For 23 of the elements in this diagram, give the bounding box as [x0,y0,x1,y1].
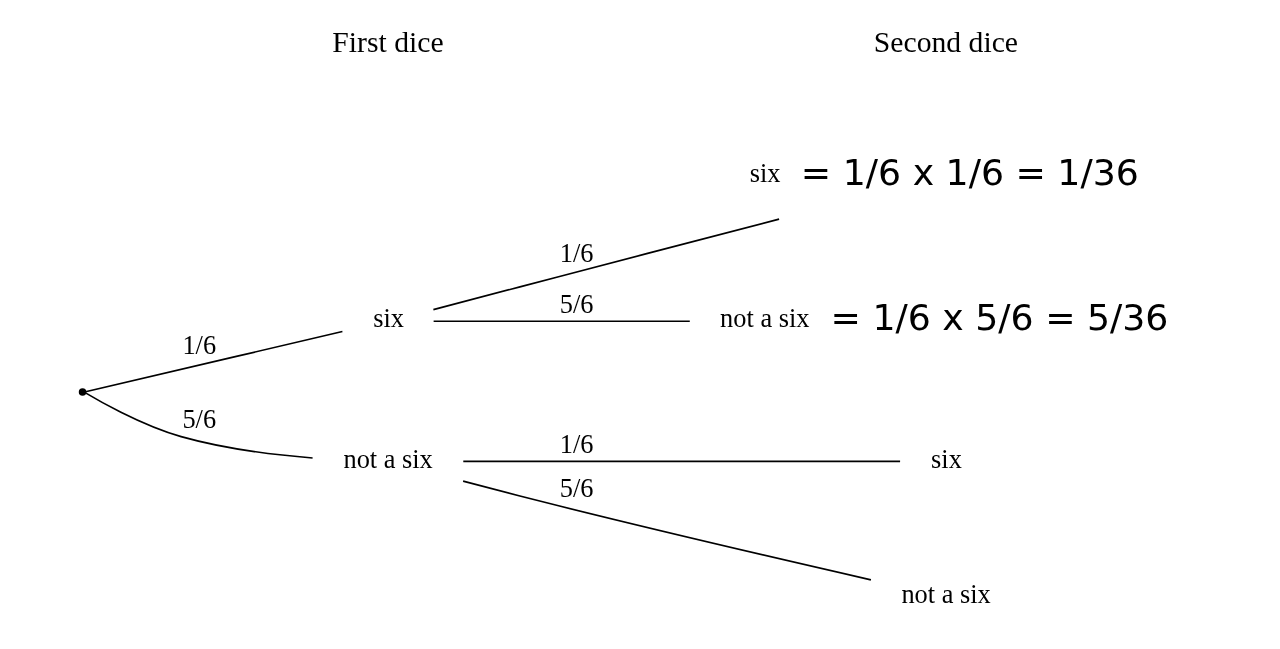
node-text: six [749,159,781,189]
node-label: = 1/6 x 5/6 = 5/36 [830,296,1168,340]
edge-label: 5/6 [559,474,594,504]
connector [84,392,313,459]
node-text: not a six [719,304,809,334]
node-text: six [372,304,404,334]
label: Second dice [873,25,1018,58]
edge-label: 5/6 [181,405,216,435]
node-text: not a six [900,579,991,609]
edge-label: 1/6 [559,429,594,459]
connector [461,480,872,581]
connector [432,320,691,323]
edge-label: 1/6 [181,330,216,360]
connector [84,330,343,393]
connector [432,218,780,311]
node-text: six [930,444,962,474]
label: First dice [331,25,444,58]
edge-label: 5/6 [559,289,594,319]
node-point [78,388,86,396]
edge-label: 1/6 [559,238,594,268]
node-text: not a six [342,444,433,474]
connector [461,460,901,463]
node-label: = 1/6 x 1/6 = 1/36 [800,151,1139,195]
